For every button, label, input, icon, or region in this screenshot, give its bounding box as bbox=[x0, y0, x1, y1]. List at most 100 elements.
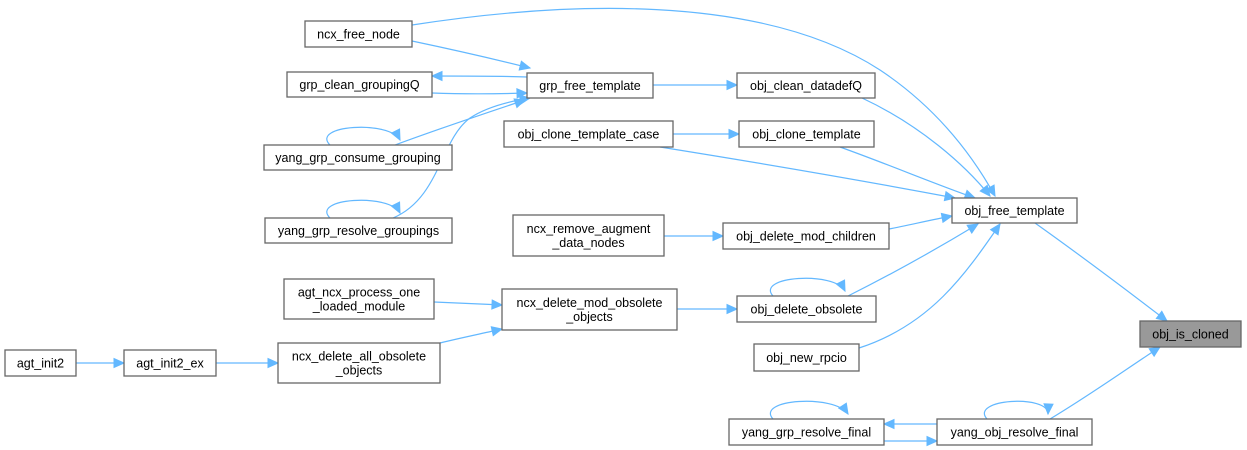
arrowhead-icon bbox=[518, 60, 532, 71]
node-label: _objects bbox=[565, 310, 613, 324]
node-grp_clean_groupingQ[interactable]: grp_clean_groupingQ bbox=[286, 71, 433, 98]
edges-layer bbox=[76, 7, 1168, 447]
node-box bbox=[501, 288, 678, 331]
node-label: agt_init2 bbox=[17, 357, 64, 371]
node-box bbox=[736, 295, 877, 323]
edge-ncx_remove_augment_data_nodes-to-obj_delete_mod_children bbox=[664, 230, 725, 242]
edge-agt_ncx_process_one_loaded_module-to-ncx_delete_mod_obsolete_objects bbox=[433, 299, 504, 310]
edge-obj_delete_mod_children-to-obj_free_template bbox=[888, 212, 954, 230]
node-obj_new_rpcio[interactable]: obj_new_rpcio bbox=[753, 343, 860, 372]
node-agt_init2[interactable]: agt_init2 bbox=[4, 349, 77, 377]
edge-line bbox=[769, 277, 846, 297]
edge-obj_new_rpcio-to-obj_free_template bbox=[858, 222, 1001, 349]
edge-line bbox=[769, 400, 849, 420]
edge-yang_obj_resolve_final-to-yang_grp_resolve_final bbox=[882, 418, 937, 430]
node-obj_is_cloned[interactable]: obj_is_cloned bbox=[1139, 320, 1242, 348]
edge-grp_free_template-to-obj_clean_datadefQ bbox=[653, 79, 739, 91]
node-label: obj_delete_obsolete bbox=[751, 303, 863, 317]
node-obj_clean_datadefQ[interactable]: obj_clean_datadefQ bbox=[736, 72, 876, 99]
node-label: obj_free_template bbox=[964, 204, 1064, 218]
edge-line bbox=[847, 223, 979, 297]
arrowhead-icon bbox=[430, 70, 443, 82]
node-label: yang_grp_resolve_groupings bbox=[278, 224, 439, 238]
arrowhead-icon bbox=[989, 222, 1001, 236]
node-label: ncx_remove_augment bbox=[527, 222, 651, 236]
node-label: obj_clone_template_case bbox=[518, 128, 660, 142]
edge-line bbox=[1034, 222, 1168, 322]
node-label: grp_clean_groupingQ bbox=[299, 78, 420, 92]
node-obj_delete_obsolete[interactable]: obj_delete_obsolete bbox=[736, 295, 877, 323]
arrowhead-icon bbox=[712, 230, 725, 242]
edge-obj_delete_obsolete-to-obj_delete_obsolete bbox=[769, 277, 846, 297]
node-box bbox=[304, 20, 413, 48]
edge-line bbox=[326, 126, 401, 146]
arrowhead-icon bbox=[940, 212, 954, 224]
node-yang_obj_resolve_final[interactable]: yang_obj_resolve_final bbox=[936, 418, 1093, 446]
node-label: obj_is_cloned bbox=[1152, 328, 1228, 342]
node-label: grp_free_template bbox=[539, 79, 641, 93]
edge-line bbox=[839, 146, 976, 199]
edge-line bbox=[394, 99, 526, 146]
arrowhead-icon bbox=[985, 184, 996, 198]
edge-ncx_delete_all_obsolete_objects-to-ncx_delete_mod_obsolete_objects bbox=[439, 326, 504, 344]
arrowhead-icon bbox=[966, 223, 980, 234]
node-box bbox=[1139, 320, 1242, 348]
node-agt_init2_ex[interactable]: agt_init2_ex bbox=[123, 349, 217, 377]
edge-ncx_delete_mod_obsolete_objects-to-obj_delete_obsolete bbox=[677, 303, 739, 315]
node-yang_grp_resolve_final[interactable]: yang_grp_resolve_final bbox=[728, 418, 885, 446]
edge-line bbox=[431, 92, 528, 95]
edge-line bbox=[411, 7, 996, 197]
edge-ncx_free_node-to-obj_free_template bbox=[411, 7, 996, 198]
node-ncx_delete_mod_obsolete_objects[interactable]: ncx_delete_mod_obsolete_objects bbox=[501, 288, 678, 331]
node-label: obj_clone_template bbox=[752, 128, 860, 142]
node-yang_grp_resolve_groupings[interactable]: yang_grp_resolve_groupings bbox=[264, 217, 453, 244]
node-ncx_free_node[interactable]: ncx_free_node bbox=[304, 20, 413, 48]
node-ncx_delete_all_obsolete_objects[interactable]: ncx_delete_all_obsolete_objects bbox=[277, 342, 441, 384]
node-box bbox=[722, 222, 890, 250]
edge-line bbox=[861, 97, 991, 197]
node-ncx_remove_augment_data_nodes[interactable]: ncx_remove_augment_data_nodes bbox=[512, 214, 665, 257]
node-yang_grp_consume_grouping[interactable]: yang_grp_consume_grouping bbox=[263, 144, 453, 171]
edge-line bbox=[983, 400, 1049, 420]
arrowhead-icon bbox=[926, 435, 939, 447]
node-grp_free_template[interactable]: grp_free_template bbox=[526, 72, 654, 99]
node-obj_delete_mod_children[interactable]: obj_delete_mod_children bbox=[722, 222, 890, 250]
node-box bbox=[728, 418, 885, 446]
edge-grp_free_template-to-grp_clean_groupingQ bbox=[430, 70, 528, 82]
node-label: agt_init2_ex bbox=[136, 357, 204, 371]
node-box bbox=[286, 71, 433, 98]
node-box bbox=[753, 343, 860, 372]
node-label: yang_obj_resolve_final bbox=[951, 426, 1079, 440]
edge-yang_obj_resolve_final-to-obj_is_cloned bbox=[1049, 346, 1162, 420]
node-label: yang_grp_resolve_final bbox=[742, 426, 871, 440]
edge-obj_free_template-to-obj_is_cloned bbox=[1034, 222, 1168, 322]
node-box bbox=[503, 120, 674, 148]
node-box bbox=[277, 342, 441, 384]
arrowhead-icon bbox=[835, 279, 846, 293]
arrowhead-icon bbox=[490, 326, 504, 337]
arrowhead-icon bbox=[882, 418, 895, 430]
arrowhead-icon bbox=[491, 299, 504, 310]
node-label: obj_new_rpcio bbox=[766, 351, 847, 365]
arrowhead-icon bbox=[726, 303, 739, 315]
edge-yang_obj_resolve_final-to-yang_obj_resolve_final bbox=[983, 400, 1054, 420]
edge-obj_clone_template_case-to-obj_clone_template bbox=[673, 128, 741, 140]
node-label: yang_grp_consume_grouping bbox=[275, 151, 440, 165]
edge-line bbox=[858, 223, 1001, 349]
edge-obj_clean_datadefQ-to-obj_free_template bbox=[861, 97, 991, 197]
edge-line bbox=[431, 75, 528, 78]
node-label: ncx_delete_all_obsolete bbox=[292, 350, 426, 364]
node-box bbox=[4, 349, 77, 377]
edge-agt_init2-to-agt_init2_ex bbox=[76, 357, 126, 369]
node-label: ncx_free_node bbox=[317, 28, 400, 42]
node-obj_clone_template[interactable]: obj_clone_template bbox=[738, 120, 875, 148]
node-agt_ncx_process_one_loaded_module[interactable]: agt_ncx_process_one_loaded_module bbox=[283, 278, 435, 320]
edge-grp_clean_groupingQ-to-grp_free_template bbox=[431, 88, 529, 99]
node-obj_free_template[interactable]: obj_free_template bbox=[951, 197, 1078, 224]
edge-yang_grp_resolve_final-to-yang_grp_resolve_final bbox=[769, 400, 849, 420]
node-label: _objects bbox=[335, 364, 383, 378]
arrowhead-icon bbox=[390, 128, 401, 142]
node-obj_clone_template_case[interactable]: obj_clone_template_case bbox=[503, 120, 674, 148]
node-box bbox=[951, 197, 1078, 224]
edge-line bbox=[411, 40, 531, 69]
